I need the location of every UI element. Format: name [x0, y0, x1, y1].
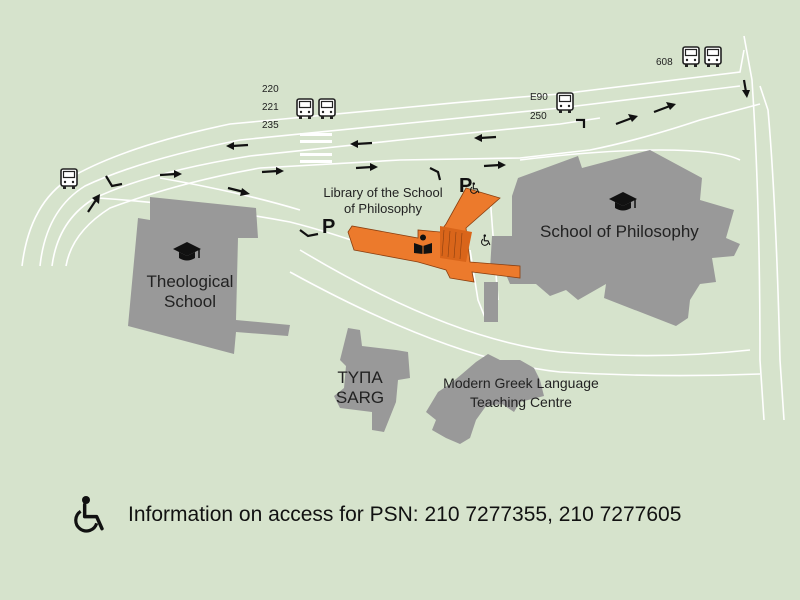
greek-centre-line1: Modern Greek Language — [443, 375, 599, 391]
library-label: Library of the School of Philosophy — [318, 185, 448, 217]
theological-school-shape — [128, 197, 290, 354]
arrow-down-icon — [742, 79, 750, 98]
library-stair-hatch — [440, 226, 472, 262]
footer-icon-spacer — [74, 496, 110, 534]
greek-centre-label: Modern Greek Language Teaching Centre — [428, 374, 614, 412]
typa-building — [334, 328, 410, 432]
bus-stop-center-routes: 220 221 235 — [262, 82, 279, 133]
greek-centre-shape — [426, 354, 544, 444]
theological-school-label: Theological School — [128, 272, 252, 312]
school-of-philosophy-building — [484, 150, 740, 326]
route-number: 608 — [656, 57, 673, 68]
route-number: 235 — [262, 120, 279, 131]
bus-icon[interactable] — [318, 98, 336, 120]
arrow-right-icon — [355, 163, 378, 171]
parking-sign: P — [459, 175, 473, 197]
greek-centre-line2: Teaching Centre — [470, 394, 572, 410]
theological-school-building — [128, 197, 290, 354]
turn-arrow-icon — [105, 175, 123, 188]
accessibility-info: Information on access for PSN: 210 72773… — [74, 495, 774, 535]
arrow-up-icon — [87, 194, 100, 213]
route-number: 221 — [262, 102, 279, 113]
traffic-arrows — [87, 79, 750, 238]
route-number: 250 — [530, 111, 547, 122]
crosswalk — [300, 133, 332, 163]
route-number: 220 — [262, 84, 279, 95]
arrow-right-icon — [483, 161, 506, 169]
library-line1: Library of the School — [323, 185, 443, 200]
bus-icon[interactable] — [556, 92, 574, 114]
parking-sign: P — [322, 216, 336, 238]
theological-school-line1: Theological — [146, 272, 234, 291]
arrow-right-icon — [159, 170, 182, 178]
bus-icon[interactable] — [682, 46, 700, 68]
bus-icon[interactable] — [60, 168, 78, 190]
typa-line2: SARG — [335, 388, 385, 407]
typa-label: ΤΥΠΑ SARG — [330, 368, 390, 408]
arrow-right-icon — [227, 186, 250, 196]
roads — [21, 35, 785, 421]
wheelchair-icon — [481, 234, 491, 246]
bus-icon[interactable] — [296, 98, 314, 120]
arrow-right-icon — [653, 102, 676, 114]
bus-stop-right-routes: E90 250 — [530, 90, 548, 124]
arrow-right-icon — [261, 167, 284, 175]
turn-arrow-icon — [429, 167, 442, 181]
bus-icon[interactable] — [704, 46, 722, 68]
bus-stop-far-right-routes: 608 — [656, 55, 673, 70]
arrow-right-icon — [615, 114, 638, 126]
accessibility-info-text: Information on access for PSN: 210 72773… — [128, 503, 682, 526]
school-of-philosophy-shape — [490, 150, 740, 326]
arrow-left-icon — [350, 140, 373, 148]
library-line2: of Philosophy — [343, 201, 423, 216]
typa-shape — [334, 328, 410, 432]
arrow-left-icon — [474, 134, 497, 142]
route-number: E90 — [530, 92, 548, 103]
arrow-left-icon — [226, 142, 249, 150]
typa-line1: ΤΥΠΑ — [337, 368, 383, 387]
school-of-philosophy-label: School of Philosophy — [540, 222, 699, 241]
turn-arrow-icon — [576, 118, 586, 128]
theological-school-line2: School — [164, 292, 216, 311]
library-stair-lines — [441, 229, 463, 260]
library-main — [347, 187, 521, 283]
school-of-philosophy-annex — [484, 282, 498, 322]
turn-arrow-icon — [299, 229, 319, 238]
greek-centre-building — [426, 354, 544, 444]
library-building — [347, 187, 521, 283]
